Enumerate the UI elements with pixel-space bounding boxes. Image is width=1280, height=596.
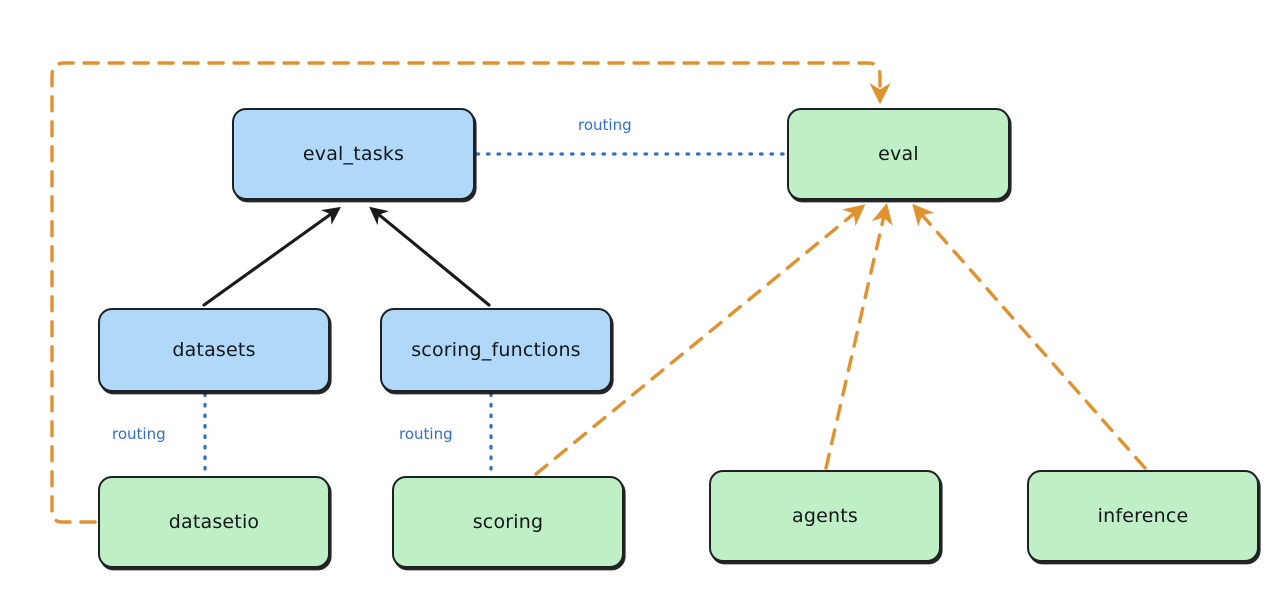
node-label-inference: inference xyxy=(1097,505,1189,527)
node-label-datasets: datasets xyxy=(172,339,256,361)
edge-scoring-functions-to-eval-tasks xyxy=(369,206,491,307)
node-scoring[interactable]: scoring xyxy=(392,476,624,568)
edge-scoring-to-eval xyxy=(534,204,866,476)
node-label-scoring: scoring xyxy=(472,511,544,533)
edge-label-datasets-to-datasetio: routing xyxy=(112,425,166,443)
edge-inference-to-eval xyxy=(912,203,1147,470)
node-scoring-functions[interactable]: scoring_functions xyxy=(380,308,612,392)
node-eval-tasks[interactable]: eval_tasks xyxy=(232,108,475,200)
edge-agents-to-eval xyxy=(824,202,893,470)
node-eval[interactable]: eval xyxy=(787,108,1010,200)
node-label-datasetio: datasetio xyxy=(168,511,260,533)
edge-datasetio-to-eval xyxy=(50,61,891,524)
node-inference[interactable]: inference xyxy=(1027,470,1259,562)
node-datasets[interactable]: datasets xyxy=(98,308,330,392)
node-datasetio[interactable]: datasetio xyxy=(98,476,330,568)
edge-label-eval-tasks-to-eval: routing xyxy=(578,116,632,134)
node-label-scoring-functions: scoring_functions xyxy=(411,339,581,361)
edge-label-scoring-functions-to-scoring: routing xyxy=(399,425,453,443)
node-label-eval-tasks: eval_tasks xyxy=(302,143,405,165)
node-agents[interactable]: agents xyxy=(709,470,941,562)
edge-datasets-to-eval-tasks xyxy=(202,206,341,307)
node-label-agents: agents xyxy=(792,505,858,527)
node-label-eval: eval xyxy=(878,143,919,165)
